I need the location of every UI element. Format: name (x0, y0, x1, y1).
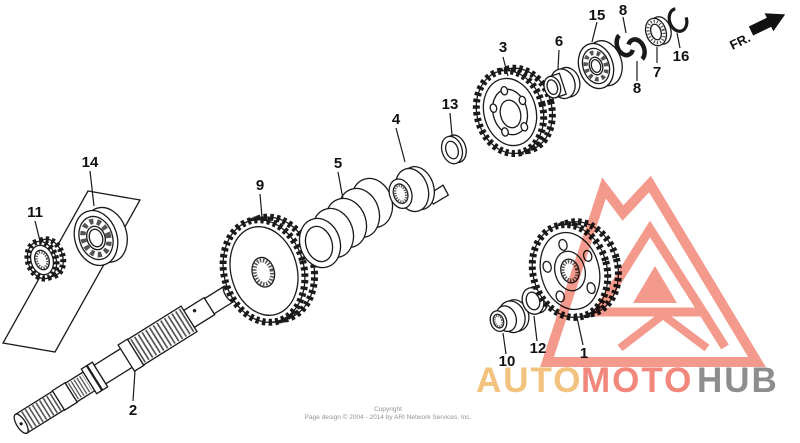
brand-triangle-inner-icon (633, 266, 677, 303)
footer-copyright-line1: Copyright (374, 406, 402, 413)
bearing-set-outline-box (1, 190, 142, 353)
fr-arrow-icon (748, 13, 786, 36)
part-15-ball-bearing[interactable] (573, 36, 628, 93)
part-label-8b[interactable]: 8 (633, 80, 641, 97)
part-label-13[interactable]: 13 (442, 96, 459, 113)
part-label-12[interactable]: 12 (530, 340, 547, 357)
watermark-layer: AUTO MOTO HUB (476, 175, 779, 400)
part-label-5[interactable]: 5 (334, 155, 342, 172)
part-label-1[interactable]: 1 (580, 345, 588, 362)
part-11-lock-nut[interactable] (23, 235, 68, 282)
part-7-oil-seal[interactable] (642, 14, 674, 48)
part-14-ball-bearing[interactable] (67, 202, 134, 271)
part-5-spring[interactable] (293, 173, 398, 273)
part-9-gear[interactable] (212, 208, 326, 332)
fr-label: FR. (727, 30, 752, 53)
brand-triangle-arm (699, 309, 729, 350)
footer-copyright-line2: Page design © 2004 - 2014 by ARI Network… (305, 413, 472, 421)
part-3-gear[interactable] (467, 61, 561, 162)
watermark-text-auto: AUTO (476, 361, 583, 400)
part-label-4[interactable]: 4 (392, 111, 401, 128)
brand-triangle-mid-icon (589, 220, 712, 317)
watermark-text-hub: HUB (697, 361, 779, 400)
brand-triangle-outer-icon (540, 175, 766, 367)
part-16-snap-ring[interactable] (666, 6, 689, 33)
part-label-15[interactable]: 15 (589, 7, 606, 24)
part-label-6[interactable]: 6 (555, 33, 563, 50)
fr-direction-indicator: FR. (727, 13, 786, 53)
part-label-9[interactable]: 9 (256, 177, 264, 194)
part-10-seat-nut[interactable] (486, 296, 533, 338)
part-label-3[interactable]: 3 (499, 39, 507, 56)
part-2-shaft[interactable] (9, 279, 240, 439)
leader-lines (34, 16, 681, 402)
part-4-collar[interactable] (383, 159, 450, 218)
watermark-text-moto: MOTO (581, 361, 693, 400)
part-label-8a[interactable]: 8 (619, 2, 627, 19)
part-label-11[interactable]: 11 (27, 204, 43, 221)
part-label-16[interactable]: 16 (673, 48, 690, 65)
part-label-10[interactable]: 10 (499, 353, 516, 370)
part-label-7[interactable]: 7 (653, 64, 661, 81)
part-8-washer-halves[interactable] (614, 29, 647, 66)
part-6-collar[interactable] (540, 64, 584, 104)
brand-triangle-chevron-icon (617, 309, 710, 352)
part-13-washer[interactable] (438, 132, 469, 166)
part-label-2[interactable]: 2 (129, 402, 137, 419)
part-label-14[interactable]: 14 (82, 154, 99, 171)
